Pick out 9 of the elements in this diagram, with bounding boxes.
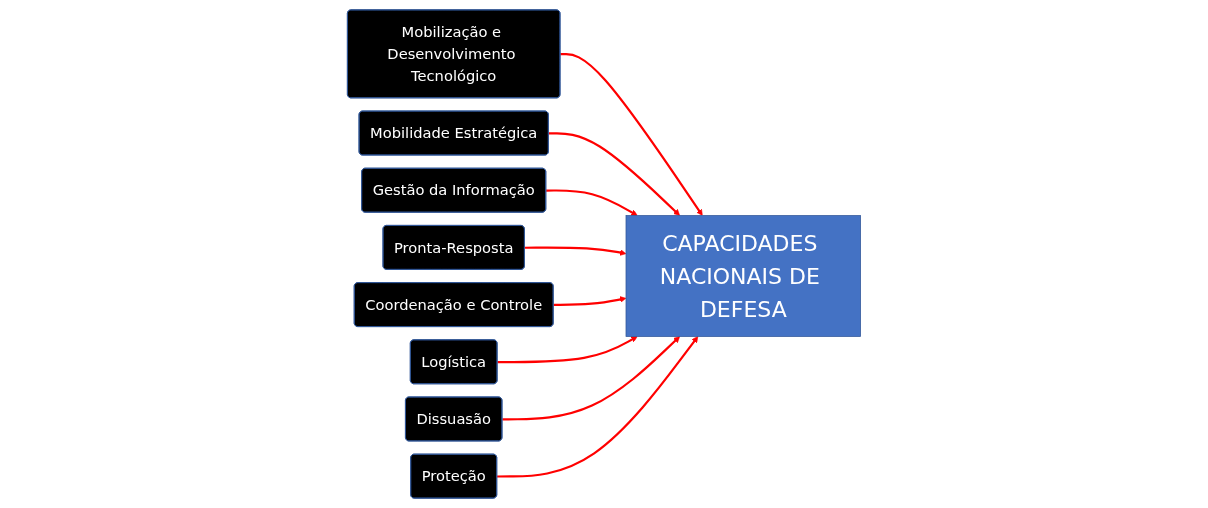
node-box: CAPACIDADES NACIONAIS DE DEFESA bbox=[625, 215, 861, 337]
arrow bbox=[502, 336, 680, 421]
arrow bbox=[548, 132, 680, 216]
arrow bbox=[497, 336, 699, 478]
arrow bbox=[524, 246, 627, 256]
arrow bbox=[553, 296, 627, 307]
arrow bbox=[546, 189, 638, 216]
arrow bbox=[560, 53, 703, 216]
arrow bbox=[497, 336, 638, 364]
